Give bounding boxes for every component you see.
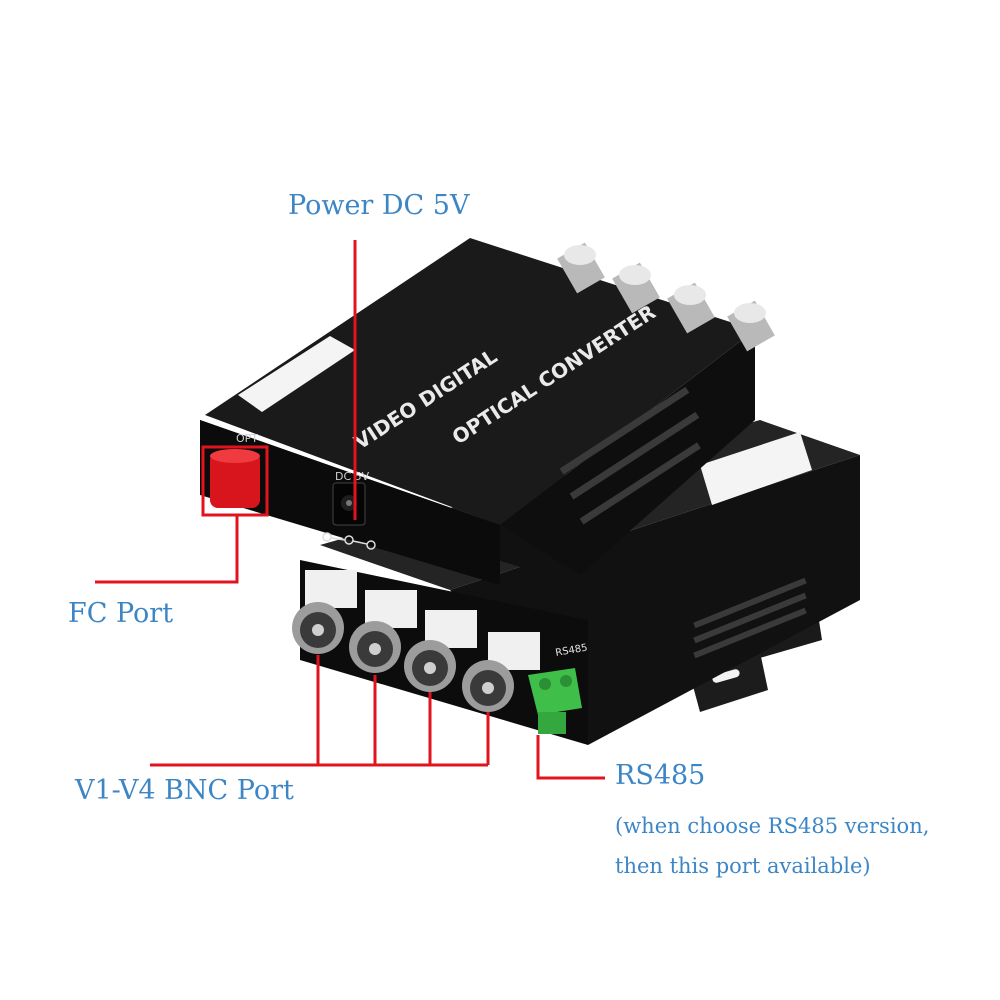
rs485-note-line1: (when choose RS485 version, [615, 814, 930, 838]
rs485-terminal-block [528, 668, 582, 734]
dc-print: DC 5V [335, 470, 370, 483]
rs485-label: RS485 [615, 760, 706, 791]
leader-lines [95, 240, 605, 780]
upper-converter-unit: VIDEO DIGITAL OPTICAL CONVERTER OPT DC 5… [200, 238, 755, 585]
fc-port-label: FC Port [68, 598, 174, 629]
power-dc-label: Power DC 5V [288, 190, 470, 221]
opt-print: OPT [236, 432, 258, 445]
bnc-port-label: V1-V4 BNC Port [75, 775, 294, 806]
rear-bnc-connectors [557, 242, 775, 352]
front-bnc-connectors [292, 570, 540, 712]
rs485-note-line2: then this port available) [615, 854, 871, 878]
